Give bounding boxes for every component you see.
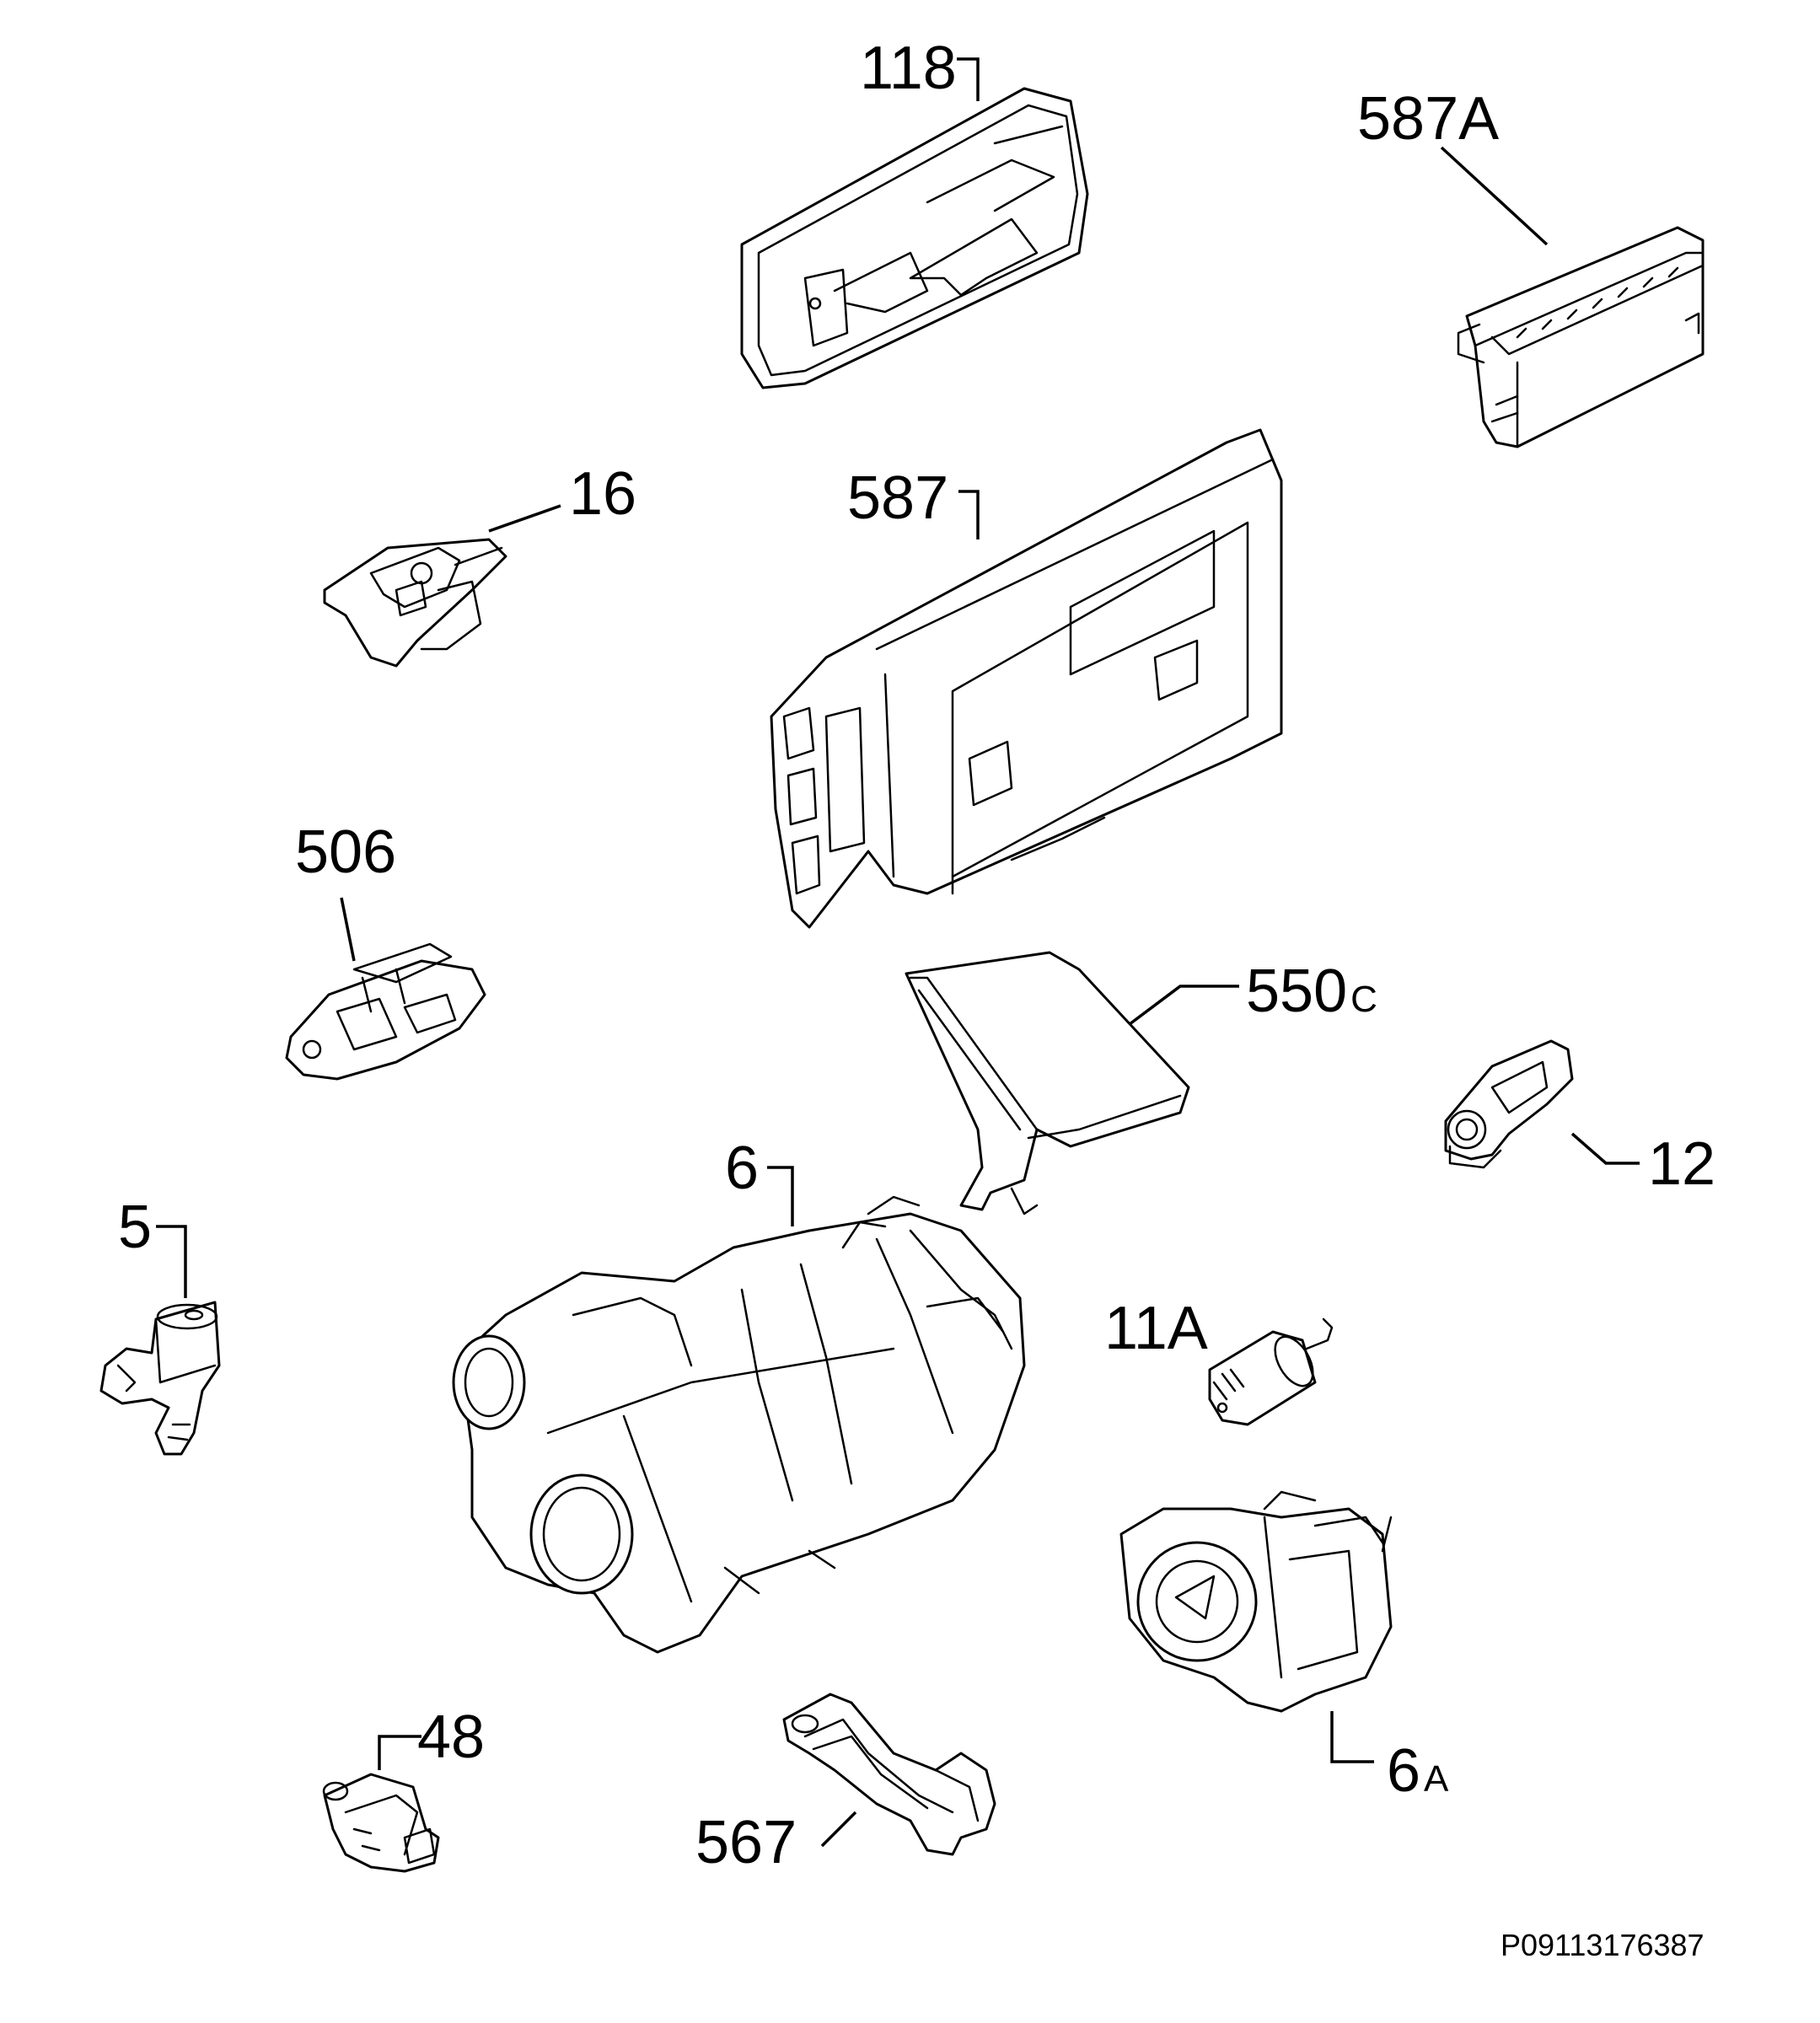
svg-text:5: 5 <box>118 1194 152 1261</box>
part-506-switch <box>285 942 486 1081</box>
part-label-11A: 11A <box>1104 1295 1208 1362</box>
svg-text:587A: 587A <box>1357 85 1499 153</box>
part-label-6: 6 <box>725 1135 759 1202</box>
svg-text:12: 12 <box>1648 1130 1715 1198</box>
part-587-electronic-module <box>770 428 1283 929</box>
part-label-506: 506 <box>295 818 396 886</box>
part-567-bracket <box>782 1693 996 1856</box>
part-118-dispenser-panel <box>740 87 1089 389</box>
svg-text:16: 16 <box>569 460 636 528</box>
part-16-door-lock <box>323 538 507 668</box>
svg-text:48: 48 <box>417 1704 485 1771</box>
part-label-16: 16 <box>569 460 636 528</box>
part-5-inlet-valve <box>99 1301 221 1456</box>
part-label-550C: 550C <box>1246 958 1377 1025</box>
part-label-587A: 587A <box>1357 85 1499 153</box>
part-label-12: 12 <box>1648 1130 1715 1198</box>
svg-text:6: 6 <box>725 1135 759 1202</box>
drawing-code: P09113176387 <box>1501 1928 1705 1962</box>
part-6-circulation-pump <box>452 1195 1026 1654</box>
svg-text:11A: 11A <box>1104 1295 1208 1362</box>
part-11A-capacitor <box>1208 1317 1334 1426</box>
part-label-48: 48 <box>417 1704 485 1771</box>
part-label-118-text: 118 <box>860 35 957 102</box>
svg-text:587: 587 <box>847 464 948 532</box>
part-6A-drain-pump <box>1119 1490 1393 1713</box>
part-label-587: 587 <box>847 464 948 532</box>
part-587A-control-module <box>1457 226 1705 448</box>
part-label-118: 118 <box>860 35 957 102</box>
part-label-567: 567 <box>695 1809 797 1876</box>
part-550C-flap <box>905 951 1190 1215</box>
svg-text:550C: 550C <box>1246 958 1377 1025</box>
part-label-5: 5 <box>118 1194 152 1261</box>
svg-text:6A: 6A <box>1387 1737 1449 1805</box>
svg-text:567: 567 <box>695 1809 797 1876</box>
leader-lines <box>156 57 1640 1848</box>
part-label-6A: 6A <box>1387 1737 1449 1805</box>
part-48-sensor <box>322 1773 440 1873</box>
svg-text:506: 506 <box>295 818 396 886</box>
part-12-sensor <box>1444 1039 1574 1169</box>
